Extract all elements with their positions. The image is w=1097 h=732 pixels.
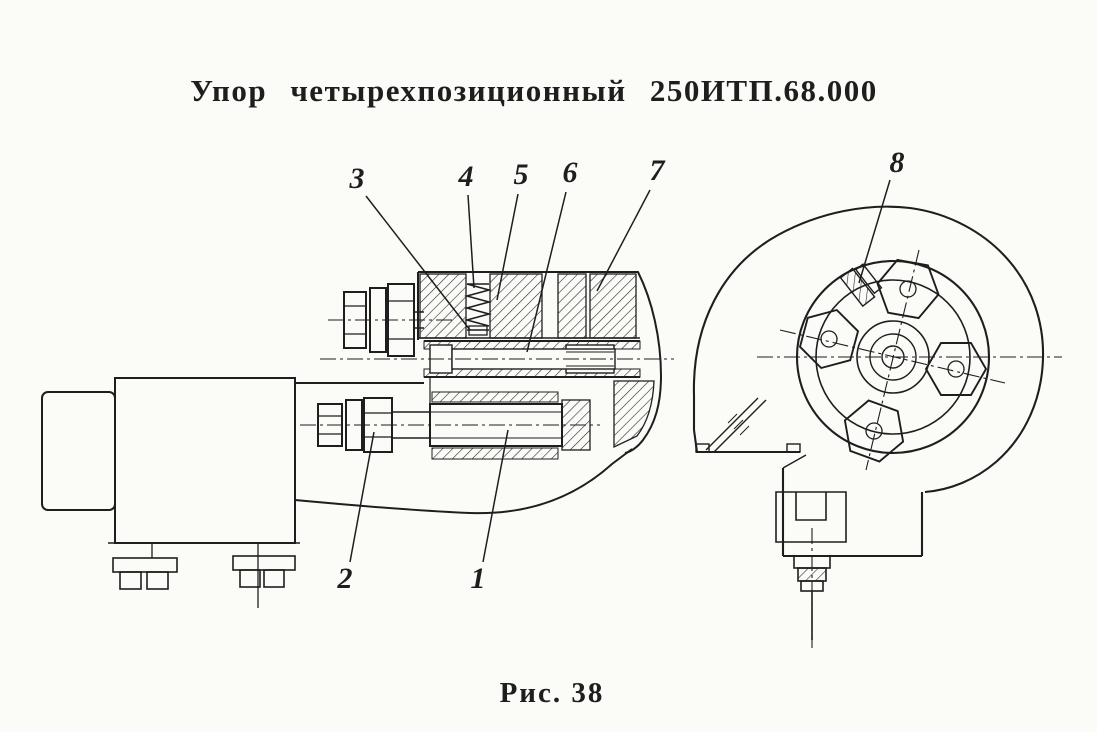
callout-label-4: 4 (458, 160, 474, 193)
bracket (775, 454, 924, 558)
lower-clamp-bolt (317, 397, 430, 453)
base-block (114, 377, 296, 544)
callout-7: 7 (596, 154, 666, 292)
callout-3: 3 (349, 162, 471, 331)
base-mounting-bolts (108, 542, 300, 608)
figure-caption: Рис. 38 (500, 677, 605, 709)
figure-title: Упор четырехпозиционный 250ИТП.68.000 (190, 73, 877, 108)
leader-line-3 (365, 195, 471, 331)
callout-label-5: 5 (514, 158, 529, 191)
middle-screw (423, 340, 641, 404)
centerlines (300, 319, 674, 426)
arm-outline (294, 382, 633, 515)
callout-8: 8 (858, 146, 905, 284)
callout-label-6: 6 (563, 156, 578, 189)
leader-line-6 (526, 191, 567, 353)
leader-line-8 (858, 179, 891, 284)
callout-5: 5 (496, 158, 529, 301)
right-view (692, 205, 1062, 648)
callout-6: 6 (526, 156, 578, 353)
leader-line-7 (596, 189, 651, 292)
stop-screw-bottom (843, 399, 905, 463)
callout-label-8: 8 (890, 146, 905, 179)
callout-4: 4 (458, 160, 475, 289)
stop-screw-heads (798, 258, 988, 463)
spring (463, 283, 493, 336)
callout-label-2: 2 (337, 562, 353, 595)
indexing-pin (839, 263, 883, 308)
stop-screw-left (798, 308, 860, 370)
casting-outline (692, 205, 1045, 494)
leader-line-5 (496, 193, 519, 301)
slide-cylinder (41, 391, 116, 511)
callouts: 1 2 3 4 5 6 7 8 (337, 146, 905, 595)
callout-1: 1 (471, 429, 509, 595)
leader-line-4 (467, 194, 475, 289)
support-rib (705, 397, 767, 453)
leader-line-2 (349, 431, 375, 563)
callout-label-1: 1 (471, 562, 486, 595)
clamp-bolt-stack (793, 528, 831, 648)
callout-2: 2 (337, 431, 375, 595)
leader-line-1 (482, 429, 509, 563)
left-view (41, 271, 674, 608)
turret-centerlines (757, 249, 1062, 471)
callout-label-3: 3 (349, 162, 365, 195)
stop-screw-right (924, 342, 988, 396)
callout-label-7: 7 (650, 154, 666, 187)
